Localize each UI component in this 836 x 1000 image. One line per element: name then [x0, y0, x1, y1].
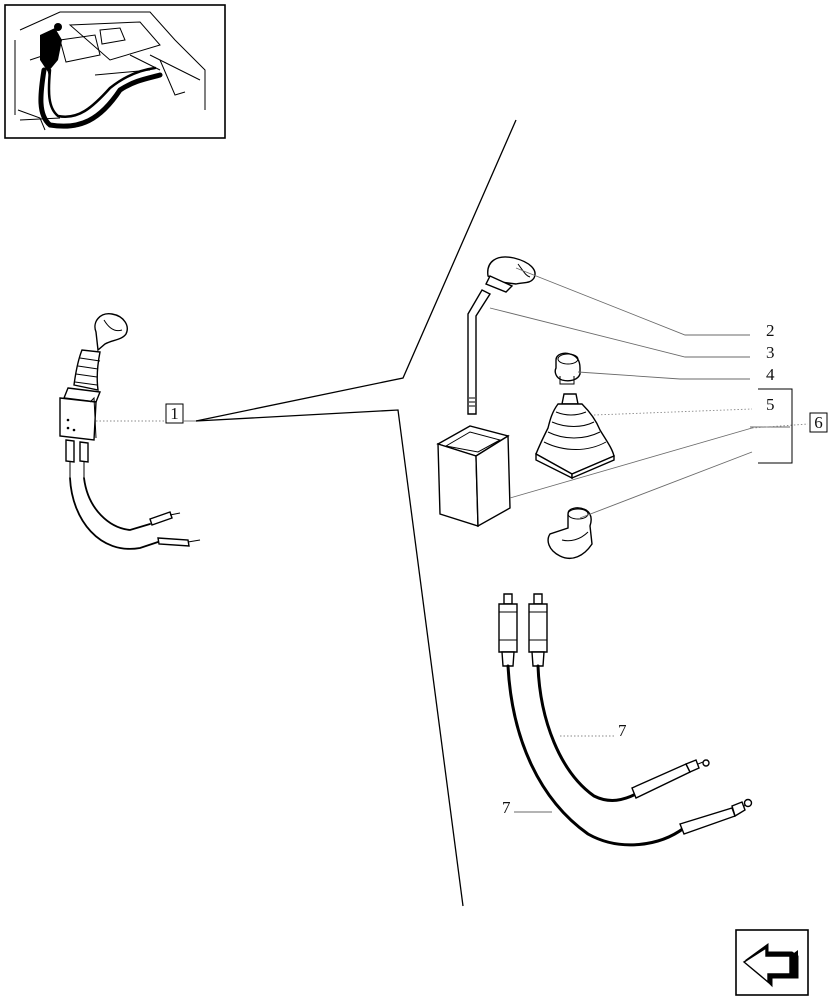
location-thumbnail	[4, 4, 226, 139]
callout-7a: 7	[618, 721, 627, 740]
callout-3-label: 3	[766, 343, 775, 362]
control-lever-assembly	[59, 313, 201, 550]
part-2-knob	[485, 256, 536, 293]
callout-5-label: 5	[766, 395, 775, 414]
callout-7a-label: 7	[618, 721, 627, 740]
callout-4: 4	[766, 365, 775, 384]
callout-1-label: 1	[170, 404, 179, 423]
callout-6: 6	[809, 412, 828, 433]
callout-7b: 7	[502, 798, 511, 817]
part-leaders	[489, 267, 809, 519]
cable-leaders	[514, 735, 614, 813]
small-fitting	[547, 507, 593, 560]
next-page-arrow-icon[interactable]	[735, 929, 809, 996]
callout-3: 3	[766, 343, 775, 362]
part-5-rubber-boot	[535, 393, 615, 480]
callout-1: 1	[96, 403, 196, 424]
callout-4-label: 4	[766, 365, 775, 384]
callout-6-label: 6	[814, 413, 823, 432]
part-7-cables	[498, 593, 753, 847]
section-dividers	[195, 119, 517, 907]
cab-sketch	[14, 11, 206, 131]
callout-2: 2	[766, 321, 775, 340]
callout-7b-label: 7	[502, 798, 511, 817]
part-4-collar	[554, 352, 581, 385]
callout-5: 5	[766, 395, 775, 414]
part-3-lever-rod	[467, 289, 492, 415]
callout-2-label: 2	[766, 321, 775, 340]
group-bracket-6	[758, 388, 793, 464]
sleeve-housing	[436, 425, 511, 528]
